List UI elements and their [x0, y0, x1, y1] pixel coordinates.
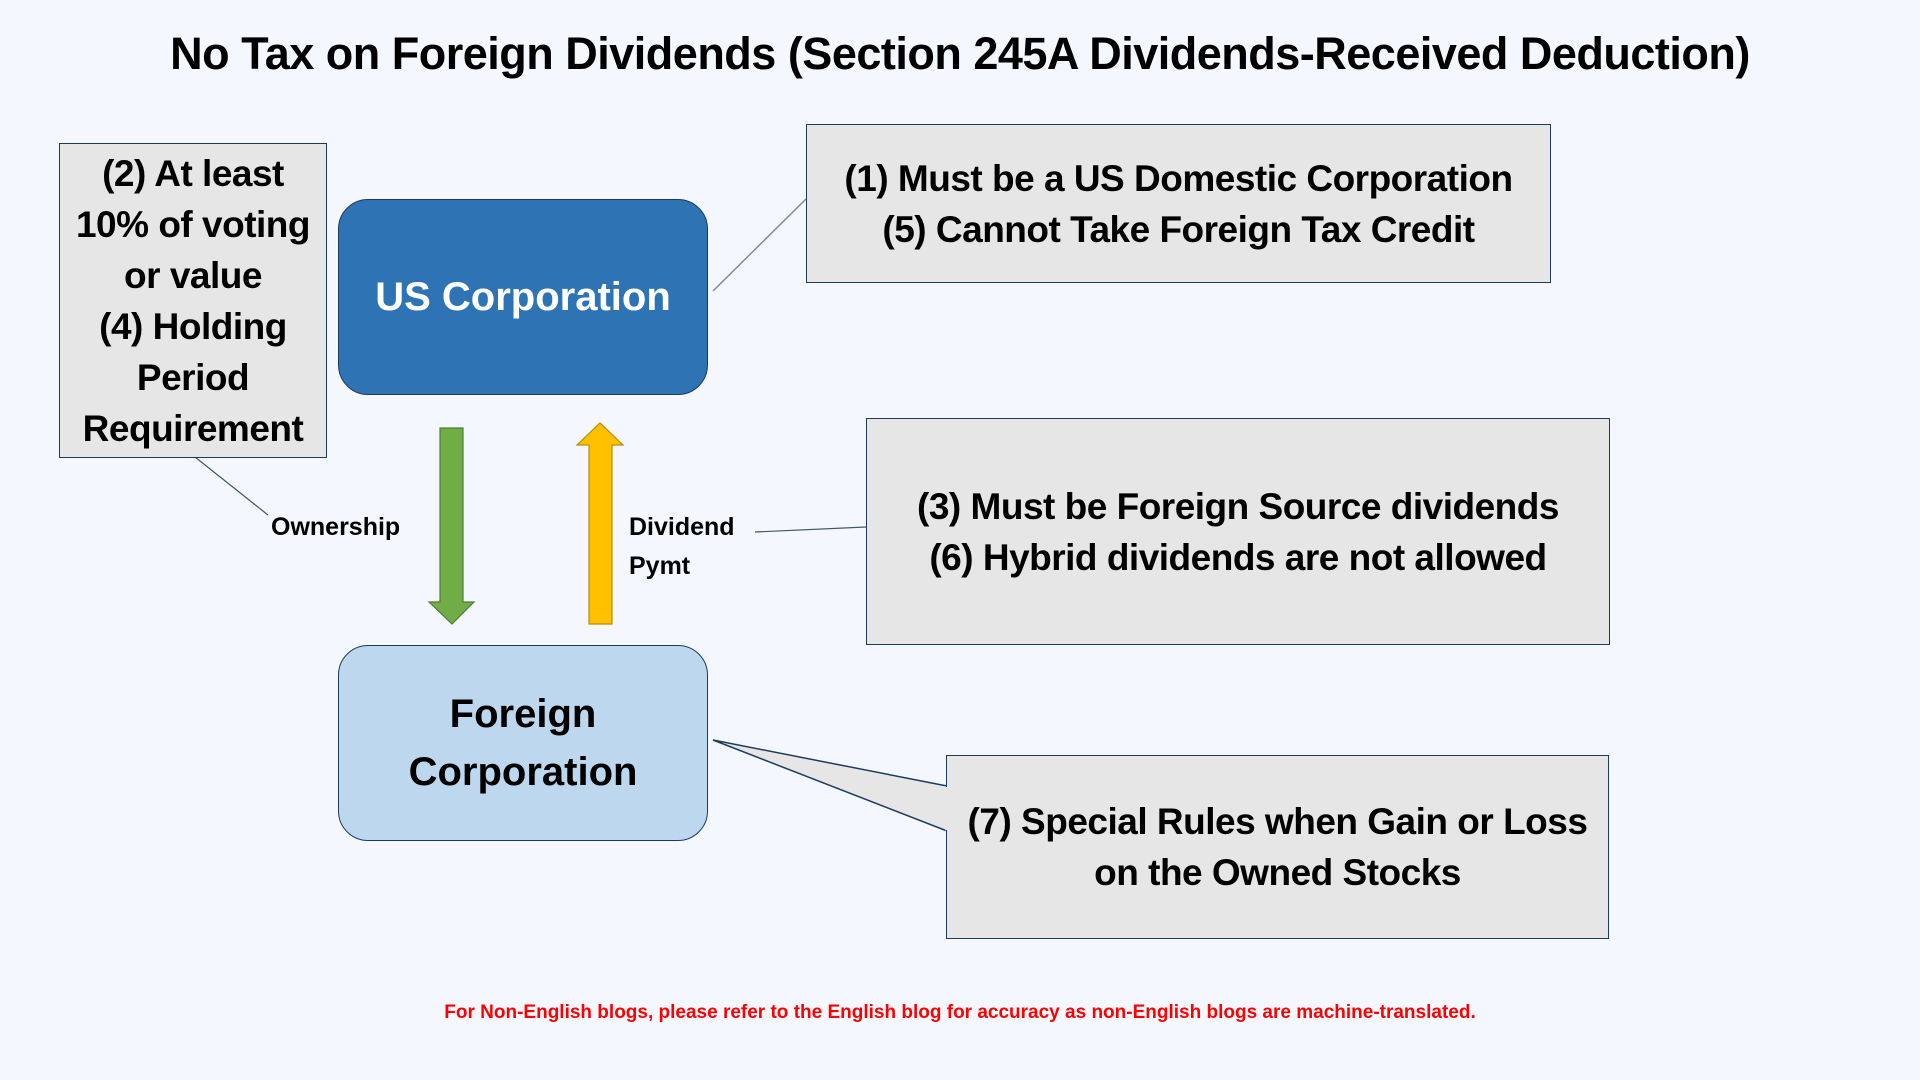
- callout-line: (1) Must be a US Domestic Corporation: [844, 157, 1513, 199]
- callout-line: (5) Cannot Take Foreign Tax Credit: [882, 208, 1475, 250]
- connector-left-box-to-ownership: [194, 456, 269, 516]
- dividend-text-line: Dividend: [629, 513, 735, 541]
- callout-line: (2) At least: [102, 152, 284, 194]
- dividend-label: Dividend Pymt: [629, 508, 735, 586]
- us-corporation-node: US Corporation: [338, 199, 708, 395]
- callout-line: (4) Holding: [99, 305, 287, 347]
- callout-tail-foreign-rules: [712, 739, 948, 833]
- callout-line: (3) Must be Foreign Source dividends: [917, 485, 1559, 527]
- dividend-requirements-callout: (3) Must be Foreign Source dividends (6)…: [866, 418, 1610, 645]
- callout-line: Requirement: [82, 407, 304, 449]
- callout-line: on the Owned Stocks: [1094, 852, 1461, 893]
- ownership-text: Ownership: [271, 513, 401, 541]
- us-corp-requirements-callout: (1) Must be a US Domestic Corporation (5…: [806, 124, 1551, 283]
- callout-line: (6) Hybrid dividends are not allowed: [929, 536, 1547, 578]
- translation-disclaimer: For Non-English blogs, please refer to t…: [444, 1002, 1476, 1023]
- callout-line: Period: [136, 356, 250, 398]
- foreign-corporation-label-line: Corporation: [408, 750, 638, 794]
- ownership-label: Ownership: [271, 508, 400, 547]
- dividend-text-line: Pymt: [629, 552, 691, 580]
- callout-line: or value: [124, 254, 262, 296]
- ownership-arrow: [427, 427, 476, 625]
- dividend-arrow: [575, 422, 625, 625]
- foreign-corporation-label-line: Foreign: [449, 692, 597, 736]
- diagram-title: No Tax on Foreign Dividends (Section 245…: [170, 28, 1750, 79]
- foreign-corp-rules-callout: (7) Special Rules when Gain or Loss on t…: [946, 755, 1609, 939]
- us-corporation-label: US Corporation: [375, 274, 671, 319]
- connector-us-corp-to-box1: [712, 198, 807, 292]
- ownership-requirements-callout: (2) At least 10% of voting or value (4) …: [59, 143, 327, 458]
- callout-line: 10% of voting: [75, 203, 311, 245]
- callout-line: (7) Special Rules when Gain or Loss: [967, 801, 1588, 842]
- connector-dividend-to-box3: [754, 526, 867, 533]
- foreign-corporation-node: Foreign Corporation: [338, 645, 708, 841]
